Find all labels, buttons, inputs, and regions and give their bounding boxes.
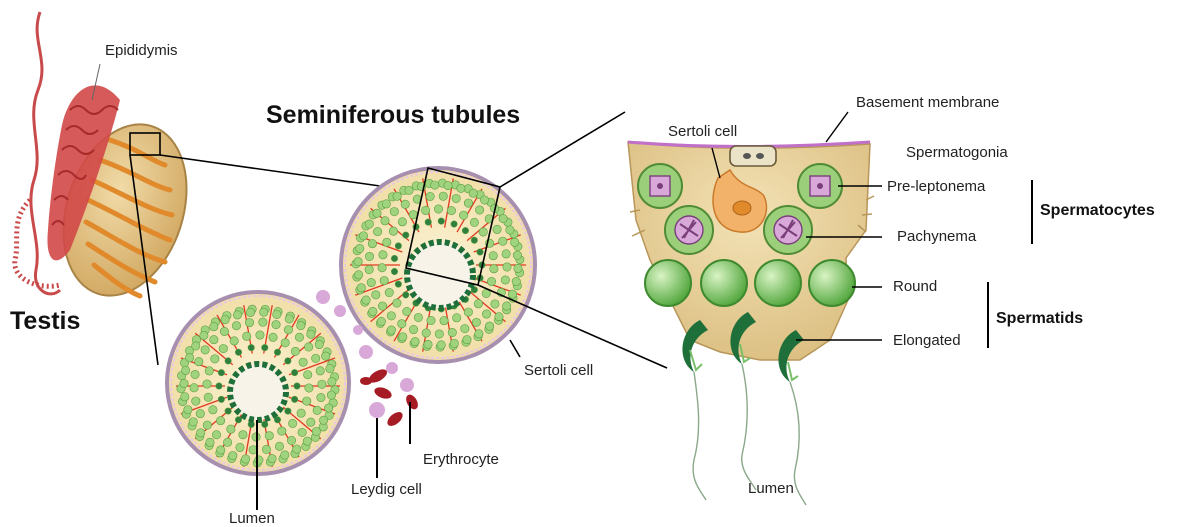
sertoli-tubule-leader [510,340,520,357]
seminiferous-tubules-title: Seminiferous tubules [266,101,520,130]
pachynema-label: Pachynema [897,228,976,245]
elongated-label: Elongated [893,332,961,349]
epithelium-illustration [628,112,1032,505]
sertoli-cell-tubule-label: Sertoli cell [524,362,593,379]
tubules-illustration [167,112,667,510]
spermatocytes-label: Spermatocytes [1040,202,1155,220]
pre-leptonema-label: Pre-leptonema [887,178,985,195]
tubule-upper-lumen [407,242,473,308]
basement-leader [826,112,848,142]
testis-title: Testis [10,307,80,336]
tubule-lower-lumen [230,364,286,420]
spermatogonium [730,146,776,166]
erythrocytes [360,367,420,429]
epididymis-label: Epididymis [105,42,178,59]
leydig-cell-label: Leydig cell [351,481,422,498]
basement-membrane-label: Basement membrane [856,94,999,111]
lumen-tubule-label: Lumen [229,510,275,527]
spermatogonia-label: Spermatogonia [906,144,1008,161]
sertoli-cell-detail-label: Sertoli cell [668,123,737,140]
lumen-detail-label: Lumen [748,480,794,497]
spermatids-label: Spermatids [996,310,1083,328]
erythrocyte-label: Erythrocyte [423,451,499,468]
zoom-line-upper [160,155,380,186]
round-label: Round [893,278,937,295]
